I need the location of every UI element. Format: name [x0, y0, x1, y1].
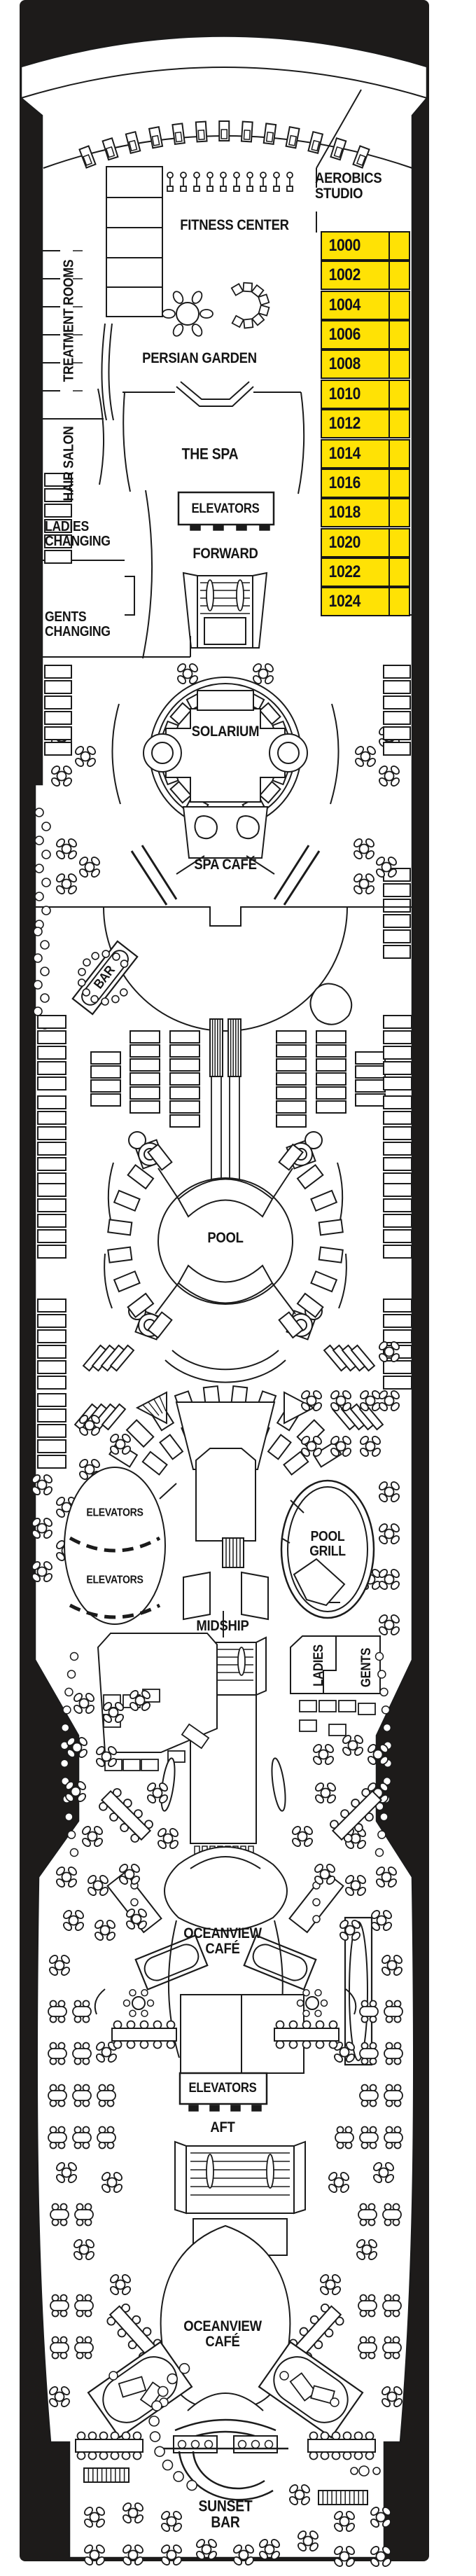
label-aerobics-studio: AEROBICS STUDIO [315, 169, 382, 202]
cabin-row: 1018 [321, 498, 410, 527]
label-elevators-aft: ELEVATORS [188, 2080, 257, 2096]
label-persian-garden: PERSIAN GARDEN [142, 349, 257, 366]
cabin-row: 1024 [321, 587, 410, 616]
label-oceanview-cafe-2: OCEANVIEW CAFÉ [183, 2318, 262, 2350]
label-gents: GENTS [358, 1647, 374, 1688]
cabin-row: 1016 [321, 469, 410, 498]
label-aft: AFT [210, 2119, 235, 2135]
label-midship: MIDSHIP [196, 1617, 249, 1634]
label-pool-grill: POOL GRILL [309, 1528, 346, 1559]
label-oceanview-cafe-1: OCEANVIEW CAFÉ [183, 1925, 262, 1957]
balcony-divider [388, 233, 390, 259]
label-elevators-mid-2: ELEVATORS [86, 1574, 144, 1586]
cabin-row: 1004 [321, 291, 410, 320]
cabin-number: 1006 [328, 325, 361, 344]
cabin-row: 1006 [321, 320, 410, 349]
label-hair-salon: HAIR SALON [61, 426, 77, 501]
label-treatment-rooms: TREATMENT ROOMS [61, 259, 77, 382]
cabin-row: 1014 [321, 439, 410, 469]
cabin-number: 1000 [328, 236, 361, 255]
cabin-number: 1016 [328, 473, 361, 492]
cabin-number: 1008 [328, 354, 361, 373]
label-elevators-spa: ELEVATORS [191, 501, 260, 516]
cabin-number: 1012 [328, 414, 361, 433]
label-ladies: LADIES [311, 1644, 326, 1687]
label-the-spa: THE SPA [181, 445, 239, 463]
cabin-number: 1014 [328, 444, 361, 463]
cabin-number: 1010 [328, 385, 361, 403]
label-spa-cafe: SPA CAFÉ [194, 856, 257, 873]
label-gents-changing: GENTS CHANGING [45, 609, 111, 639]
label-pool: POOL [207, 1229, 244, 1246]
label-fitness-center: FITNESS CENTER [180, 216, 289, 233]
cabin-number: 1004 [328, 296, 361, 314]
cabin-row: 1000 [321, 231, 410, 261]
cabin-number: 1020 [328, 533, 361, 552]
cabin-row: 1002 [321, 261, 410, 290]
cabin-row: 1008 [321, 349, 410, 379]
cabin-row: 1022 [321, 558, 410, 587]
label-forward: FORWARD [192, 545, 258, 562]
cabin-number: 1024 [328, 592, 361, 611]
cabin-number: 1018 [328, 503, 361, 522]
cabin-row: 1020 [321, 528, 410, 558]
label-sunset-bar: SUNSET BAR [198, 2497, 253, 2531]
label-ladies-changing: LADIES CHANGING [45, 518, 111, 549]
cabin-number: 1022 [328, 562, 361, 581]
cabin-row: 1010 [321, 380, 410, 409]
cabin-number: 1002 [328, 265, 361, 284]
cabin-row: 1012 [321, 409, 410, 438]
label-elevators-mid-1: ELEVATORS [86, 1507, 144, 1519]
label-solarium: SOLARIUM [191, 723, 260, 740]
